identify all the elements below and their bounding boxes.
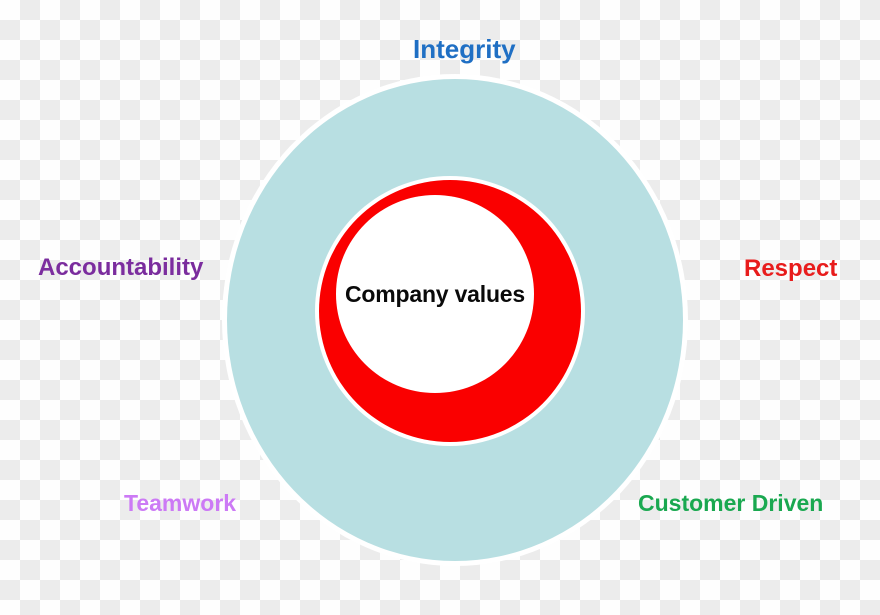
center-label: Company values — [345, 280, 525, 307]
inner-circle-shape — [336, 195, 534, 393]
value-label-integrity: Integrity — [413, 34, 516, 64]
value-label-teamwork: Teamwork — [124, 490, 237, 516]
value-label-customer-driven: Customer Driven — [638, 490, 824, 516]
value-label-respect: Respect — [744, 255, 838, 282]
value-label-accountability: Accountability — [38, 254, 204, 281]
